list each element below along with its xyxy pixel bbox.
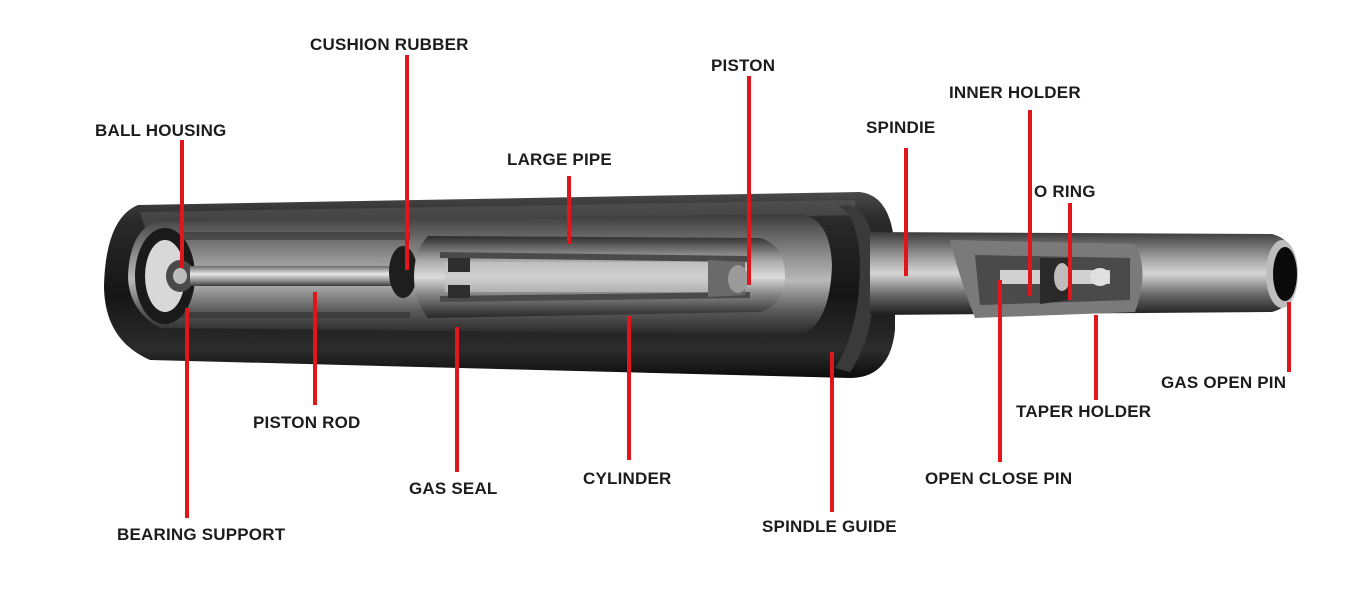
label-cushion-rubber: CUSHION RUBBER [310,35,469,54]
label-gas-open-pin: GAS OPEN PIN [1161,373,1287,392]
label-bearing-support: BEARING SUPPORT [117,525,286,544]
label-piston: PISTON [711,56,776,75]
label-taper-holder: TAPER HOLDER [1016,402,1152,421]
label-ball-housing: BALL HOUSING [95,121,227,140]
label-inner-holder: INNER HOLDER [949,83,1081,102]
cushion-rubber-part [389,246,417,298]
label-o-ring: O RING [1034,182,1096,201]
label-large-pipe: LARGE PIPE [507,150,612,169]
label-gas-seal: GAS SEAL [409,479,498,498]
label-open-close-pin: OPEN CLOSE PIN [925,469,1073,488]
spindle-guide-part [835,205,876,372]
label-piston-rod: PISTON ROD [253,413,361,432]
label-cylinder: CYLINDER [583,469,672,488]
leader-lines [180,55,1291,518]
piston-rod-part [190,266,410,286]
label-spindle-guide: SPINDLE GUIDE [762,517,897,536]
spindle-internals [950,240,1143,318]
label-spindie: SPINDIE [866,118,936,137]
large-pipe-part [414,236,785,318]
